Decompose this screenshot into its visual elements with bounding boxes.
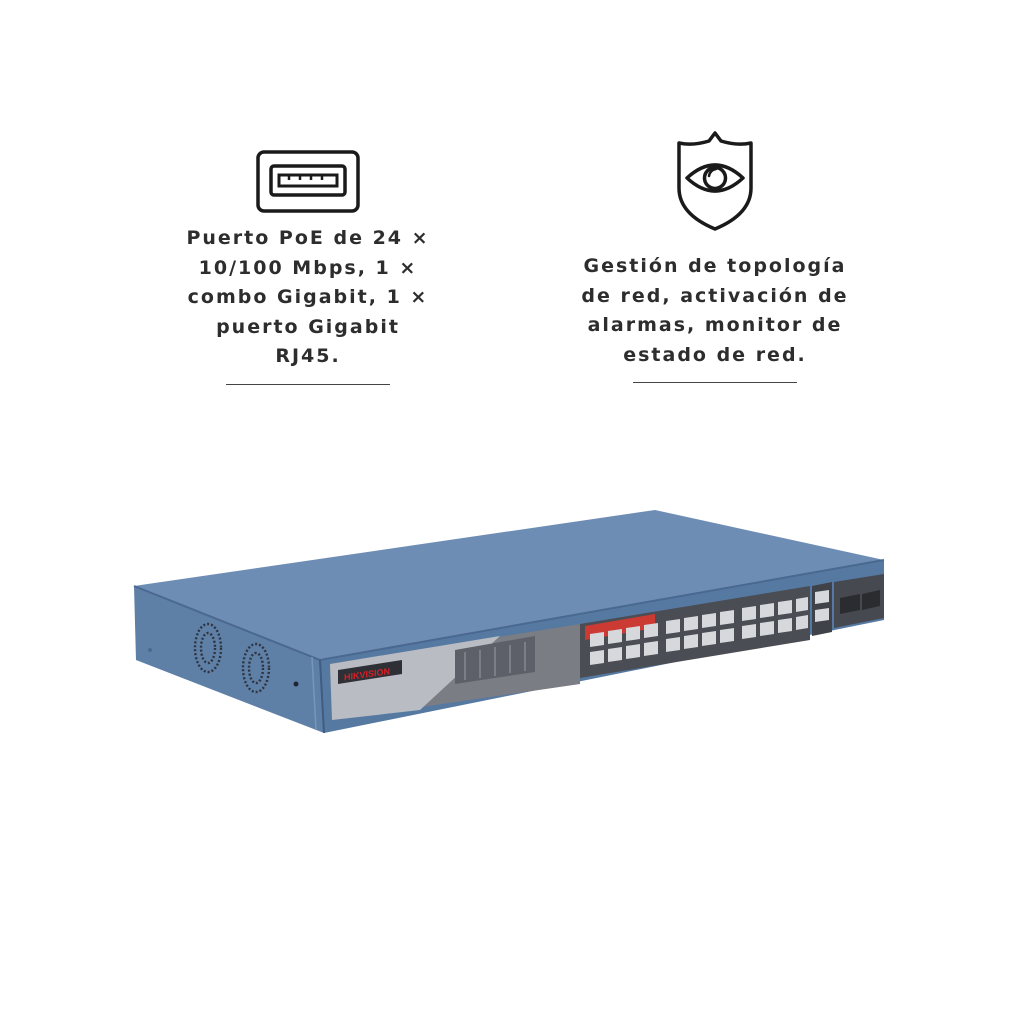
side-vent <box>193 622 271 694</box>
network-switch-image: HIKVISION <box>120 500 900 750</box>
rj45-port-block <box>580 586 810 678</box>
uplink-port-block <box>812 574 884 636</box>
side-screw <box>148 648 152 652</box>
status-led-panel <box>455 636 535 684</box>
feature-network-text: Gestión de topología de red, activación … <box>581 255 849 366</box>
usb-port-icon <box>256 150 360 213</box>
side-screw <box>293 681 299 687</box>
feature-network-management: Gestión de topología de red, activación … <box>562 130 868 383</box>
switch-illustration: HIKVISION <box>133 510 885 734</box>
brand-badge <box>338 660 402 684</box>
feature-network-divider <box>633 382 797 383</box>
feature-poe-divider <box>226 383 390 385</box>
feature-poe-text: Puerto PoE de 24 × 10/100 Mbps, 1 × comb… <box>186 227 430 367</box>
shield-eye-icon <box>677 131 753 231</box>
feature-poe-ports: Puerto PoE de 24 × 10/100 Mbps, 1 × comb… <box>180 150 436 385</box>
